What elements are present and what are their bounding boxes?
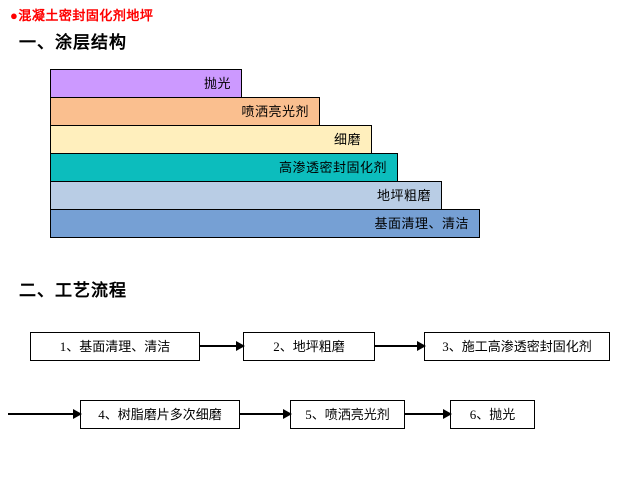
flow-arrow — [405, 409, 452, 419]
coating-layer-6: 基面清理、清洁 — [50, 209, 480, 238]
coating-layer-4: 高渗透密封固化剂 — [50, 153, 398, 182]
coating-layer-label: 高渗透密封固化剂 — [278, 160, 387, 175]
process-flow-row-1: 1、基面清理、清洁 2、地坪粗磨 3、施工高渗透密封固化剂 — [30, 331, 610, 361]
coating-layer-1: 抛光 — [50, 69, 242, 98]
coating-layer-5: 地坪粗磨 — [50, 181, 442, 210]
coating-layer-label: 喷洒亮光剂 — [241, 104, 309, 119]
flow-step-box: 2、地坪粗磨 — [243, 331, 375, 361]
coating-layer-3: 细磨 — [50, 125, 372, 154]
coating-layer-label: 细磨 — [333, 132, 361, 147]
flow-step-box: 6、抛光 — [450, 399, 535, 429]
section-heading-coating-structure: 一、涂层结构 — [19, 33, 127, 52]
flow-step-box: 3、施工高渗透密封固化剂 — [424, 331, 610, 361]
coating-layer-label: 地坪粗磨 — [376, 188, 431, 203]
coating-layers-diagram: 抛光喷洒亮光剂细磨高渗透密封固化剂地坪粗磨基面清理、清洁 — [50, 69, 480, 238]
process-flow-row-2: 4、树脂磨片多次细磨 5、喷洒亮光剂 6、抛光 — [8, 399, 535, 429]
flow-arrow — [375, 341, 426, 351]
flow-step-box: 1、基面清理、清洁 — [30, 331, 200, 361]
flow-step-box: 5、喷洒亮光剂 — [290, 399, 405, 429]
flow-step-box: 4、树脂磨片多次细磨 — [80, 399, 240, 429]
coating-layer-2: 喷洒亮光剂 — [50, 97, 320, 126]
coating-layer-label: 基面清理、清洁 — [374, 216, 469, 231]
flow-arrow — [240, 409, 292, 419]
section-heading-process-flow: 二、工艺流程 — [19, 281, 127, 300]
page-title: ●混凝土密封固化剂地坪 — [10, 8, 154, 23]
flow-arrow — [200, 341, 245, 351]
coating-layer-label: 抛光 — [203, 76, 231, 91]
flow-continuation-arrow — [8, 409, 82, 419]
